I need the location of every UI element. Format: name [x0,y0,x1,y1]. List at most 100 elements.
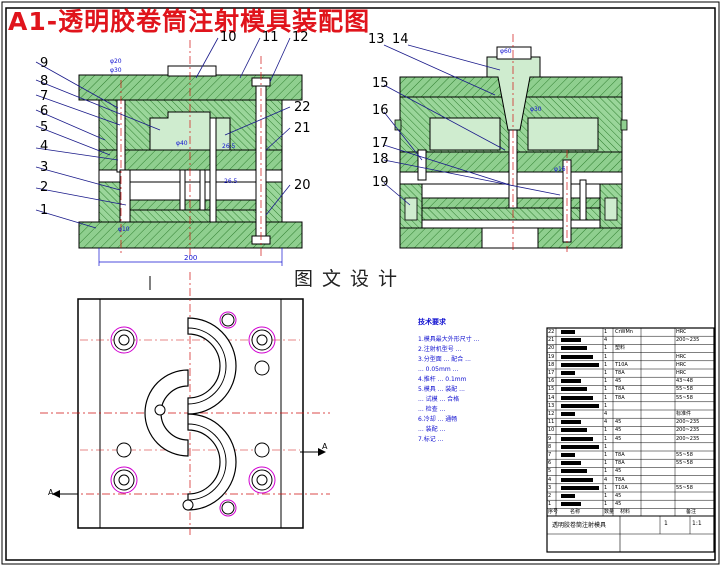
callout-5: 5 [40,120,49,135]
note-line: ... 装配 ... [418,426,446,433]
note-line: 2.注射机型号 ... [418,346,462,353]
bom-name-bar [561,371,575,375]
bom-cell-note: 55~58 [676,452,693,458]
bom-cell-material: 45 [615,435,622,442]
bom-cell-no: 22 [548,329,555,335]
bom-cell-no: 20 [548,345,555,352]
bom-cell-qty: 1 [604,443,608,450]
bom-row: 5 1 45 [547,467,714,475]
bom-row: 20 1 塑料 [547,344,714,352]
bom-cell-qty: 1 [604,452,608,458]
bom-cell-material: T8A [615,386,625,393]
callout-13: 13 [368,32,385,47]
bom-cell-note: 200~235 [676,435,700,442]
bom-name-bar [561,395,593,400]
bom-cell-note: HRC [676,329,687,335]
bom-cell-material: 45 [615,427,622,434]
bom-cell-no: 8 [548,443,552,450]
bom-cell-qty: 1 [604,345,608,352]
bom-header-no: 序号 [548,509,559,515]
bom-cell-qty: 1 [604,378,608,385]
bom-name-bar [561,420,581,425]
bom-cell-material: 45 [615,419,622,426]
bom-cell-no: 3 [548,484,552,491]
bom-cell-no: 1 [548,501,552,508]
bom-cell-material: 45 [615,378,622,385]
bom-cell-qty: 1 [604,329,608,335]
bom-cell-no: 15 [548,386,555,393]
bom-cell-material: 塑料 [615,345,626,352]
plan-view [40,272,330,535]
bom-cell-note: 标准件 [676,411,692,417]
bom-cell-note: 43~48 [676,378,693,385]
bom-cell-note: 200~235 [676,427,700,434]
bom-name-bar [561,387,587,392]
dim-d2: φ30 [110,67,122,74]
bom-cell-note: 55~58 [676,394,693,401]
bom-cell-qty: 1 [604,386,608,393]
bom-cell-material: 45 [615,468,622,475]
bom-name-bar [561,485,599,490]
bom-cell-note: HRC [676,361,687,368]
bom-cell-no: 18 [548,361,555,368]
bom-cell-material: T10A [615,361,628,368]
note-line: 4.推杆 ... 0.1mm [418,376,467,383]
bom-cell-no: 10 [548,427,555,434]
bom-cell-qty: 1 [604,435,608,442]
bom-cell-note: 55~58 [676,386,693,393]
bom-cell-qty: 1 [604,501,608,508]
callout-9: 9 [40,56,49,71]
callout-7: 7 [40,89,49,104]
callout-16: 16 [372,103,389,118]
bom-cell-no: 12 [548,411,555,417]
bom-cell-qty: 1 [604,468,608,475]
bom-cell-material: 45 [615,501,622,508]
bom-name-bar [561,469,587,474]
bom-header-name: 名称 [570,509,581,515]
bom-cell-qty: 1 [604,394,608,401]
right-leaders [383,44,561,206]
callout-15: 15 [372,76,389,91]
dim-d1: φ20 [110,58,122,65]
bom-cell-no: 7 [548,452,552,458]
bom-cell-no: 5 [548,468,552,475]
bom-name-bar [561,453,575,457]
note-line: 1.模具最大外形尺寸 ... [418,336,480,343]
callout-21: 21 [294,121,311,136]
bom-cell-note: 55~58 [676,484,693,491]
bom-cell-no: 17 [548,370,555,376]
bom-cell-qty: 4 [604,337,608,344]
dim-d8: φ60 [500,48,512,55]
dim-d5: 26.5 [224,178,238,185]
note-line: 7.标记 ... [418,436,444,443]
note-line: 6.冷却 ... 通畅 [418,416,458,423]
callout-2: 2 [40,180,49,195]
bom-cell-no: 9 [548,435,552,442]
dim-d10: φ16 [554,166,566,173]
bom-cell-qty: 1 [604,460,608,467]
bom-cell-note: 200~235 [676,419,700,426]
note-line: ... 试模 ... 合格 [418,396,460,403]
bom-cell-no: 13 [548,402,555,409]
callout-8: 8 [40,74,49,89]
bom-cell-qty: 4 [604,419,608,426]
bom-name-bar [561,403,599,408]
section-mark-a-left: A [48,488,54,497]
dim-d4: 26.5 [222,143,236,150]
bom-name-bar [561,436,593,441]
bom-cell-no: 14 [548,394,555,401]
bom-name-bar [561,461,581,466]
